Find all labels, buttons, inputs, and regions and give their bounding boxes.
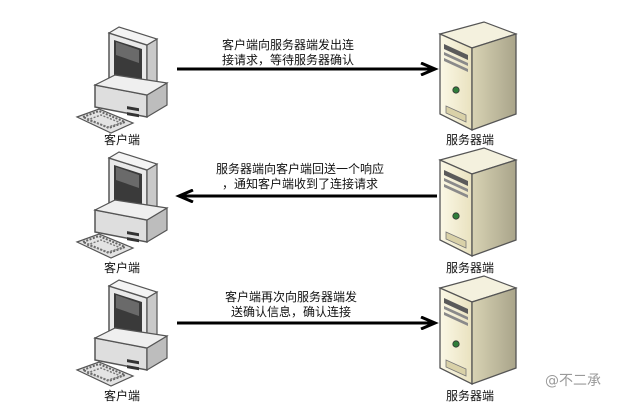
server-icon bbox=[432, 140, 522, 260]
step-message-line: 送确认信息，确认连接 bbox=[231, 305, 352, 319]
client-label: 客户端 bbox=[104, 133, 141, 147]
watermark: @不二承 bbox=[545, 373, 601, 389]
step-message-line: 服务器端向客户端回送一个响应 bbox=[216, 162, 385, 176]
step-message: 客户端向服务器端发出连 接请求，等待服务器确认 bbox=[222, 38, 354, 68]
server-label: 服务器端 bbox=[446, 261, 495, 275]
server-icon bbox=[432, 14, 522, 134]
client-label: 客户端 bbox=[104, 261, 141, 275]
step-message: 服务器端向客户端回送一个响应 ，通知客户端收到了连接请求 bbox=[216, 162, 384, 192]
step-message: 客户端再次向服务器端发 送确认信息，确认连接 bbox=[225, 290, 357, 320]
step-message-line: 接请求，等待服务器确认 bbox=[222, 53, 355, 67]
confirm-arrow bbox=[177, 316, 439, 330]
server-label: 服务器端 bbox=[446, 133, 495, 147]
step-message-line: 客户端向服务器端发出连 bbox=[222, 38, 355, 52]
step-message-line: ，通知客户端收到了连接请求 bbox=[222, 177, 379, 191]
server-icon bbox=[432, 268, 522, 388]
client-computer-icon bbox=[75, 278, 175, 388]
client-label: 客户端 bbox=[104, 389, 141, 403]
client-computer-icon bbox=[75, 150, 175, 260]
server-label: 服务器端 bbox=[446, 389, 495, 403]
step-message-line: 客户端再次向服务器端发 bbox=[225, 290, 358, 304]
response-arrow bbox=[175, 189, 437, 203]
client-computer-icon bbox=[75, 25, 175, 135]
request-arrow bbox=[177, 62, 439, 76]
